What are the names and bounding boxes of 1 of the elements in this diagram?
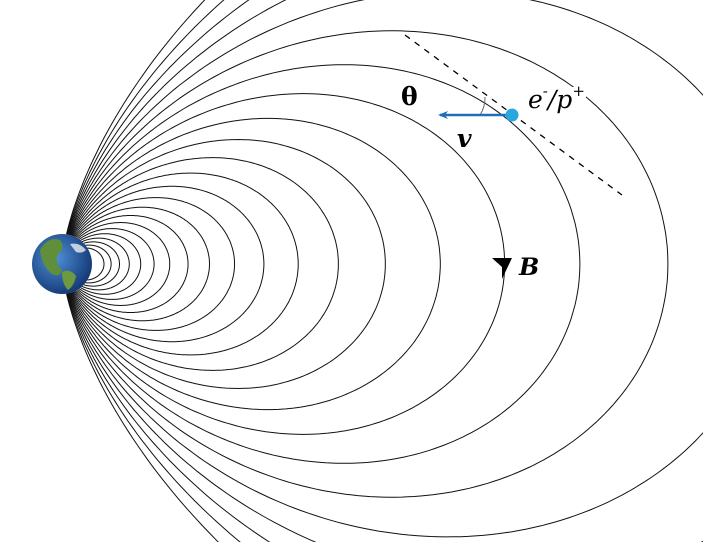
particle-label: e$^{-}$/p$^{+}$ xyxy=(527,87,586,112)
